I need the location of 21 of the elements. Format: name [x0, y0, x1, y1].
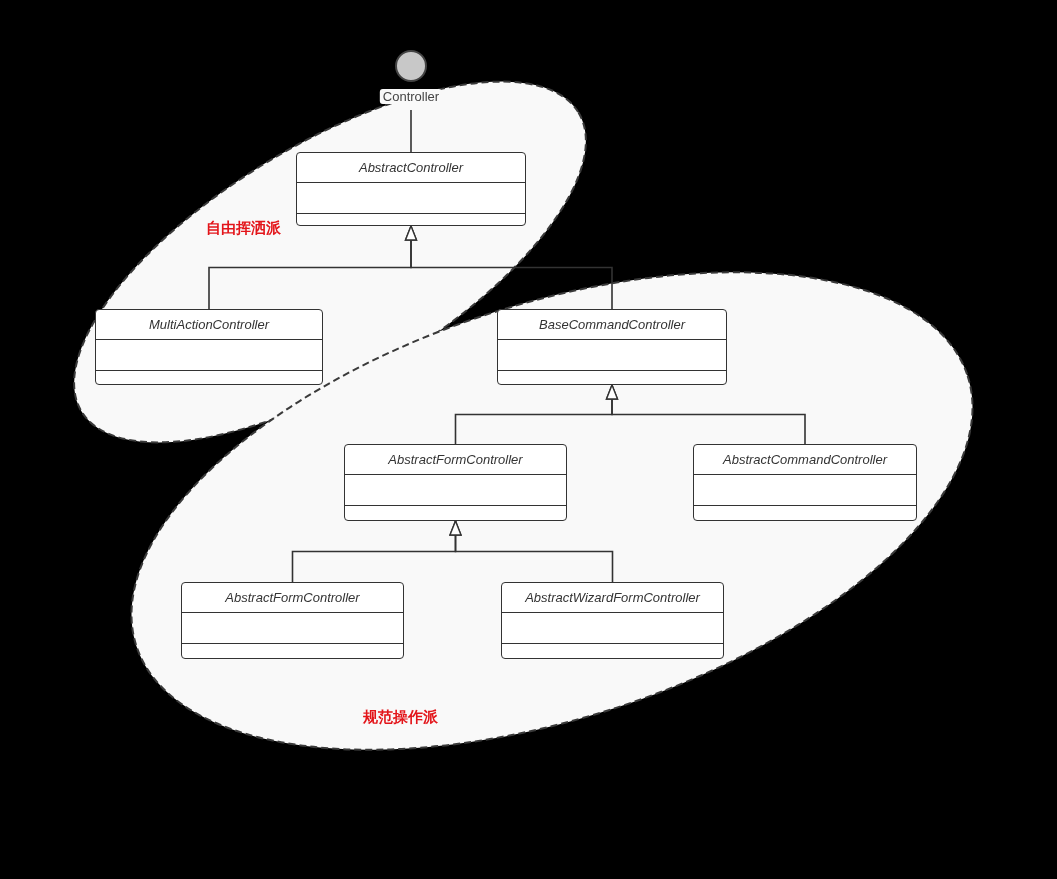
class-name: AbstractCommandController — [723, 452, 887, 467]
class-name: AbstractController — [358, 160, 463, 175]
class-box — [344, 444, 567, 521]
class-name: AbstractFormController — [388, 452, 523, 467]
group-label: 自由挥洒派 — [205, 219, 281, 237]
connector-line — [410, 109, 412, 153]
inheritance-arrow — [605, 384, 806, 445]
class-name: AbstractWizardFormController — [525, 590, 700, 605]
class-box — [501, 582, 724, 659]
interface-label: Controller — [379, 89, 443, 104]
class-box — [497, 309, 727, 385]
group-label: 规范操作派 — [362, 708, 438, 726]
class-box — [296, 152, 526, 226]
class-name: BaseCommandController — [539, 317, 685, 332]
class-name: MultiActionController — [149, 317, 269, 332]
class-box — [95, 309, 323, 385]
inheritance-arrow — [449, 520, 614, 583]
class-box — [181, 582, 404, 659]
inheritance-arrow — [404, 225, 613, 310]
class-box — [693, 444, 917, 521]
class-name: AbstractFormController — [225, 590, 360, 605]
